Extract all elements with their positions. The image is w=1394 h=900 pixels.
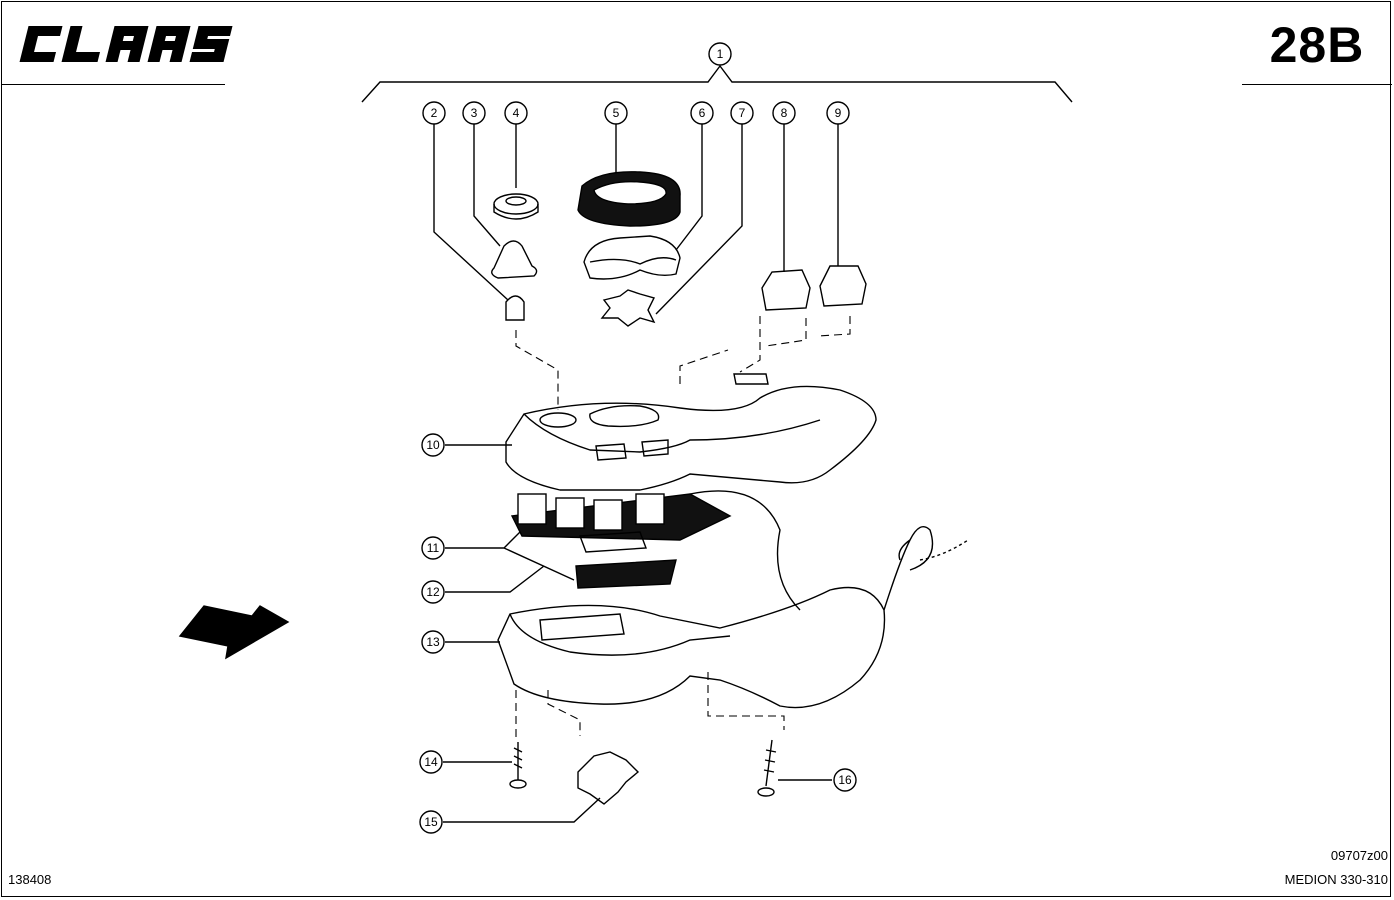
callout-8: 8 [781, 106, 788, 120]
leader-6 [675, 124, 703, 251]
callout-15: 15 [424, 815, 438, 829]
header-rule-right [1242, 84, 1392, 85]
callout-10: 10 [426, 438, 440, 452]
document-id: 138408 [8, 872, 52, 887]
callout-14: 14 [424, 755, 438, 769]
callout-6: 6 [699, 106, 706, 120]
header-rule-left [1, 84, 225, 85]
claas-logo [19, 26, 233, 62]
leader-2 [433, 124, 509, 301]
sheet-number: 28B [1269, 17, 1365, 73]
callout-7: 7 [739, 106, 746, 120]
assembly-bracket [361, 64, 1073, 103]
leader-11 [445, 529, 575, 581]
callout-1: 1 [717, 47, 724, 61]
leader-3 [473, 124, 501, 247]
leader-7 [655, 124, 743, 315]
direction-arrow [178, 605, 290, 660]
leader-12 [445, 565, 545, 593]
leader-15 [443, 797, 601, 823]
callout-2: 2 [431, 106, 438, 120]
callout-16: 16 [838, 773, 852, 787]
callout-9: 9 [835, 106, 842, 120]
callout-5: 5 [613, 106, 620, 120]
callout-13: 13 [426, 635, 440, 649]
callout-group [419, 42, 857, 834]
callout-4: 4 [513, 106, 520, 120]
callout-3: 3 [471, 106, 478, 120]
reference-code: 09707z00 [1330, 848, 1388, 863]
callout-12: 12 [426, 585, 440, 599]
model-name: MEDION 330-310 [1284, 872, 1388, 887]
callout-11: 11 [427, 541, 440, 555]
